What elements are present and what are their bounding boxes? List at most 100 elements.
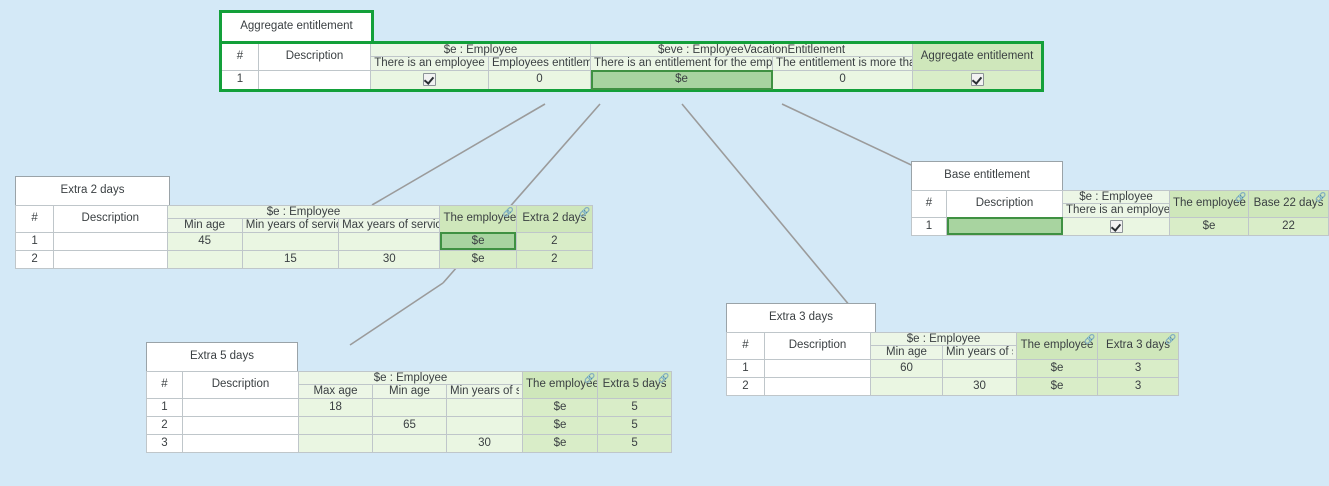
table-title-tab[interactable]: Base entitlement — [911, 161, 1063, 190]
cell-extra-5-days[interactable]: 5 — [597, 415, 673, 435]
cell-extra-5-days[interactable]: 5 — [597, 433, 673, 453]
sub-header-min-age[interactable]: Min age — [372, 384, 447, 399]
row-description[interactable] — [182, 415, 299, 435]
cell-the-employee[interactable]: $e — [522, 415, 599, 435]
action-header-extra-3-days[interactable]: 🔗 Extra 3 days — [1097, 331, 1180, 360]
table-row[interactable]: 2 65 $e 5 — [146, 415, 673, 435]
row-number[interactable]: 2 — [14, 249, 55, 269]
cell-there-is-an-entitlement[interactable]: $e — [590, 69, 774, 91]
row-description[interactable] — [764, 376, 871, 396]
cell-extra-2-days[interactable]: 2 — [515, 249, 594, 269]
decision-table-extra-2-days[interactable]: Extra 2 days # Description $e : Employee… — [14, 176, 594, 269]
row-description[interactable] — [764, 358, 871, 378]
cell-there-is-an-employee[interactable] — [1062, 216, 1170, 236]
cell-min-years-of-service[interactable]: 30 — [445, 433, 524, 453]
cell-min-age[interactable] — [166, 249, 243, 269]
group-header-employee[interactable]: $e : Employee — [1062, 189, 1170, 205]
action-header-aggregate-entitlement[interactable]: Aggregate entitlement — [912, 41, 1044, 71]
row-number[interactable]: 3 — [146, 433, 183, 453]
row-description[interactable] — [258, 69, 371, 91]
table-row[interactable]: 1 $e 22 — [911, 216, 1329, 236]
col-header-description[interactable]: Description — [764, 331, 871, 360]
sub-header-there-is-an-employee[interactable]: There is an employee — [1062, 203, 1170, 218]
cell-max-age[interactable] — [298, 433, 373, 453]
cell-aggregate-entitlement[interactable] — [912, 69, 1044, 91]
action-header-base-22-days[interactable]: 🔗 Base 22 days — [1248, 189, 1329, 218]
cell-extra-3-days[interactable]: 3 — [1097, 358, 1180, 378]
table-row[interactable]: 1 60 $e 3 — [726, 358, 1180, 378]
cell-min-age[interactable] — [372, 433, 447, 453]
col-header-description[interactable]: Description — [946, 189, 1063, 218]
group-header-employee[interactable]: $e : Employee — [369, 41, 592, 58]
row-description[interactable] — [53, 249, 168, 269]
table-title-tab[interactable]: Extra 3 days — [726, 303, 876, 332]
cell-entitlement-more-than[interactable]: 0 — [772, 69, 914, 91]
cell-the-employee[interactable]: $e — [439, 249, 517, 269]
cell-min-years-of-service[interactable] — [941, 358, 1018, 378]
row-description[interactable] — [182, 433, 299, 453]
decision-table-extra-5-days[interactable]: Extra 5 days # Description $e : Employee… — [146, 342, 673, 453]
table-grid[interactable]: # Description $e : Employee $eve : Emplo… — [219, 40, 1045, 92]
col-header-number[interactable]: # — [726, 331, 765, 360]
col-header-description[interactable]: Description — [182, 370, 299, 399]
cell-max-years-of-service[interactable] — [338, 231, 441, 251]
cell-the-employee[interactable]: $e — [1016, 376, 1099, 396]
group-header-employee[interactable]: $e : Employee — [166, 204, 441, 220]
cell-the-employee[interactable]: $e — [522, 397, 599, 417]
cell-the-employee[interactable]: $e — [1016, 358, 1099, 378]
row-number[interactable]: 2 — [726, 376, 765, 396]
cell-the-employee[interactable]: $e — [522, 433, 599, 453]
cell-min-years-of-service[interactable] — [241, 231, 340, 251]
group-header-employee[interactable]: $e : Employee — [297, 370, 524, 386]
action-header-the-employee[interactable]: 🔗 The employee — [522, 370, 599, 399]
cell-min-years-of-service[interactable] — [445, 397, 524, 417]
sub-header-min-years-of-service[interactable]: Min years of service — [241, 218, 340, 233]
cell-max-years-of-service[interactable]: 30 — [338, 249, 441, 269]
row-number[interactable]: 1 — [911, 216, 947, 236]
cell-extra-3-days[interactable]: 3 — [1097, 376, 1180, 396]
action-header-extra-2-days[interactable]: 🔗 Extra 2 days — [515, 204, 594, 233]
cell-min-age[interactable] — [870, 376, 943, 396]
action-header-the-employee[interactable]: 🔗 The employee — [1016, 331, 1099, 360]
table-row[interactable]: 1 45 $e 2 — [14, 231, 594, 251]
checkbox-checked-icon[interactable] — [1109, 219, 1123, 233]
col-header-number[interactable]: # — [220, 41, 259, 71]
action-header-the-employee[interactable]: 🔗 The employee — [1169, 189, 1249, 218]
row-number[interactable]: 1 — [220, 69, 259, 91]
table-row[interactable]: 1 0 $e 0 — [220, 69, 1044, 91]
decision-table-base-entitlement[interactable]: Base entitlement # Description $e : Empl… — [911, 161, 1329, 236]
row-description[interactable] — [53, 231, 168, 251]
sub-header-min-age[interactable]: Min age — [870, 345, 943, 360]
cell-there-is-an-employee[interactable] — [370, 69, 489, 91]
cell-min-age[interactable] — [372, 397, 447, 417]
sub-header-max-years-of-service[interactable]: Max years of service — [338, 218, 441, 233]
cell-the-employee[interactable]: $e — [1169, 216, 1249, 236]
checkbox-checked-icon[interactable] — [970, 73, 984, 87]
sub-header-min-age[interactable]: Min age — [166, 218, 243, 233]
table-title-tab[interactable]: Extra 5 days — [146, 342, 298, 371]
col-header-number[interactable]: # — [146, 370, 183, 399]
cell-max-age[interactable]: 18 — [298, 397, 373, 417]
cell-extra-2-days[interactable]: 2 — [515, 231, 594, 251]
table-row[interactable]: 1 18 $e 5 — [146, 397, 673, 417]
table-title-tab[interactable]: Aggregate entitlement — [219, 10, 374, 41]
decision-table-aggregate-entitlement[interactable]: Aggregate entitlement # Description $e :… — [219, 10, 1045, 92]
cell-min-years-of-service[interactable]: 30 — [941, 376, 1018, 396]
cell-base-22-days[interactable]: 22 — [1248, 216, 1329, 236]
decision-table-extra-3-days[interactable]: Extra 3 days # Description $e : Employee… — [726, 303, 1180, 396]
row-number[interactable]: 1 — [726, 358, 765, 378]
cell-min-years-of-service[interactable]: 15 — [241, 249, 340, 269]
sub-header-min-years-of-service[interactable]: Min years of service — [941, 345, 1018, 360]
table-row[interactable]: 2 15 30 $e 2 — [14, 249, 594, 269]
row-number[interactable]: 2 — [146, 415, 183, 435]
table-grid[interactable]: # Description $e : Employee 🔗 The employ… — [726, 331, 1180, 396]
sub-header-there-is-an-employee[interactable]: There is an employee — [370, 56, 489, 71]
sub-header-entitlement-more-than[interactable]: The entitlement is more than — [772, 56, 914, 71]
action-header-the-employee[interactable]: 🔗 The employee — [439, 204, 517, 233]
cell-min-years-of-service[interactable] — [445, 415, 524, 435]
sub-header-min-years-of-service[interactable]: Min years of service — [445, 384, 524, 399]
col-header-description[interactable]: Description — [258, 41, 371, 71]
col-header-description[interactable]: Description — [53, 204, 168, 233]
table-title-tab[interactable]: Extra 2 days — [15, 176, 170, 205]
